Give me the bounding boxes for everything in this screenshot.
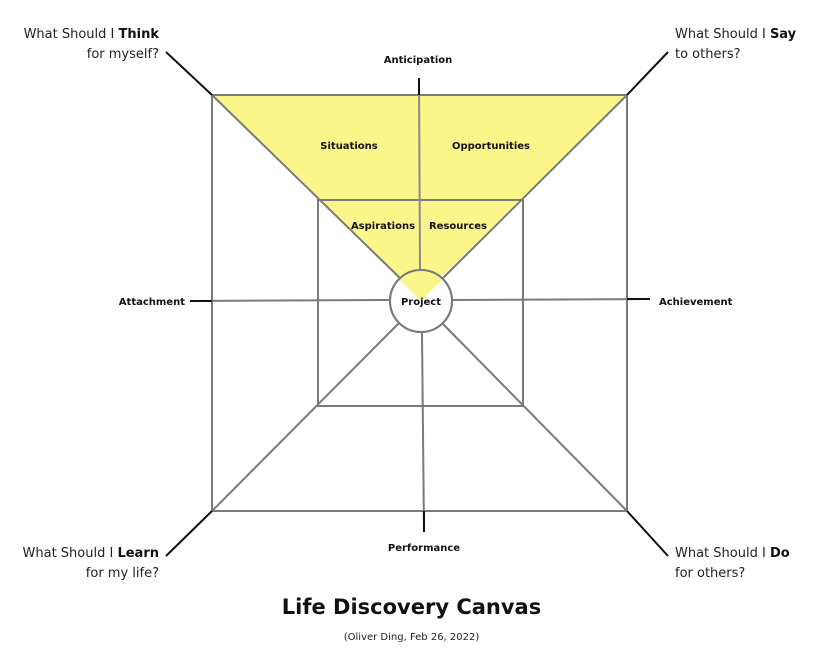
diagonal-bottom-right	[440, 321, 628, 512]
connector-bottom-right	[626, 510, 669, 557]
axis-line-left	[189, 299, 390, 302]
axis-line-right	[451, 298, 651, 301]
connector-top-right	[626, 51, 669, 96]
axis-label-left: Attachment	[119, 297, 185, 308]
region-label-opportunities: Opportunities	[452, 141, 530, 152]
center-label: Project	[401, 297, 441, 308]
corner-question-top-left: What Should I Think for myself?	[23, 27, 159, 62]
region-label-aspirations: Aspirations	[351, 221, 415, 232]
corner-question-bottom-right: What Should I Do for others?	[675, 546, 790, 581]
project-circle-highlight	[399, 269, 443, 301]
diagram-subtitle: (Oliver Ding, Feb 26, 2022)	[343, 632, 480, 643]
diagonal-top-right	[439, 94, 628, 282]
axis-label-bottom: Performance	[388, 543, 460, 554]
diagonal-top-left	[211, 94, 404, 282]
connector-top-left	[165, 51, 213, 96]
axis-line-top	[418, 77, 421, 271]
connector-bottom-left	[165, 510, 213, 557]
corner-question-bottom-left: What Should I Learn for my life?	[22, 546, 159, 581]
axis-label-top: Anticipation	[384, 55, 453, 66]
axis-line-bottom	[421, 331, 425, 533]
region-label-resources: Resources	[429, 221, 487, 232]
axis-label-right: Achievement	[659, 297, 733, 308]
corner-question-top-right: What Should I Say to others?	[675, 27, 797, 62]
region-label-situations: Situations	[320, 141, 377, 152]
diagram-title: Life Discovery Canvas	[281, 595, 542, 619]
diagonal-bottom-left	[211, 321, 401, 512]
project-circle-outline	[389, 269, 453, 333]
